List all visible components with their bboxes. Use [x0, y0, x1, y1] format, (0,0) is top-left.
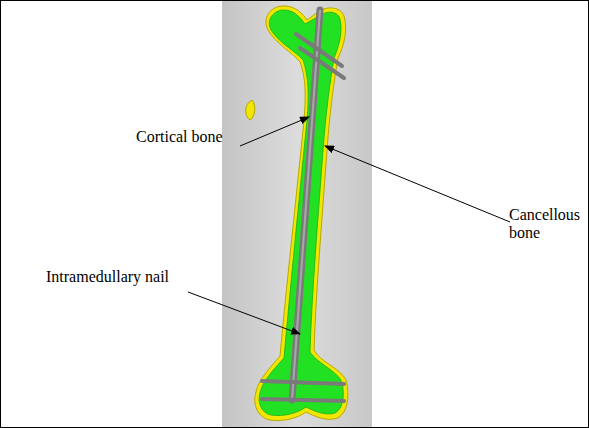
cancellous-bone: [259, 10, 343, 416]
leader-line: [188, 292, 300, 334]
proximal-screw: [300, 48, 344, 78]
lesser-trochanter: [246, 100, 255, 120]
leader-line: [325, 146, 510, 222]
intramedullary-nail: [292, 10, 320, 400]
part-label: Cancellous bone: [509, 206, 585, 243]
distal-screw: [262, 381, 344, 384]
nail-highlight: [292, 10, 320, 400]
backdrop: [222, 1, 372, 427]
cortical-bone: [255, 6, 348, 421]
leader-line: [240, 117, 309, 146]
part-label: Cortical bone: [136, 128, 223, 146]
distal-screw: [262, 399, 344, 401]
part-label: Intramedullary nail: [46, 268, 169, 286]
